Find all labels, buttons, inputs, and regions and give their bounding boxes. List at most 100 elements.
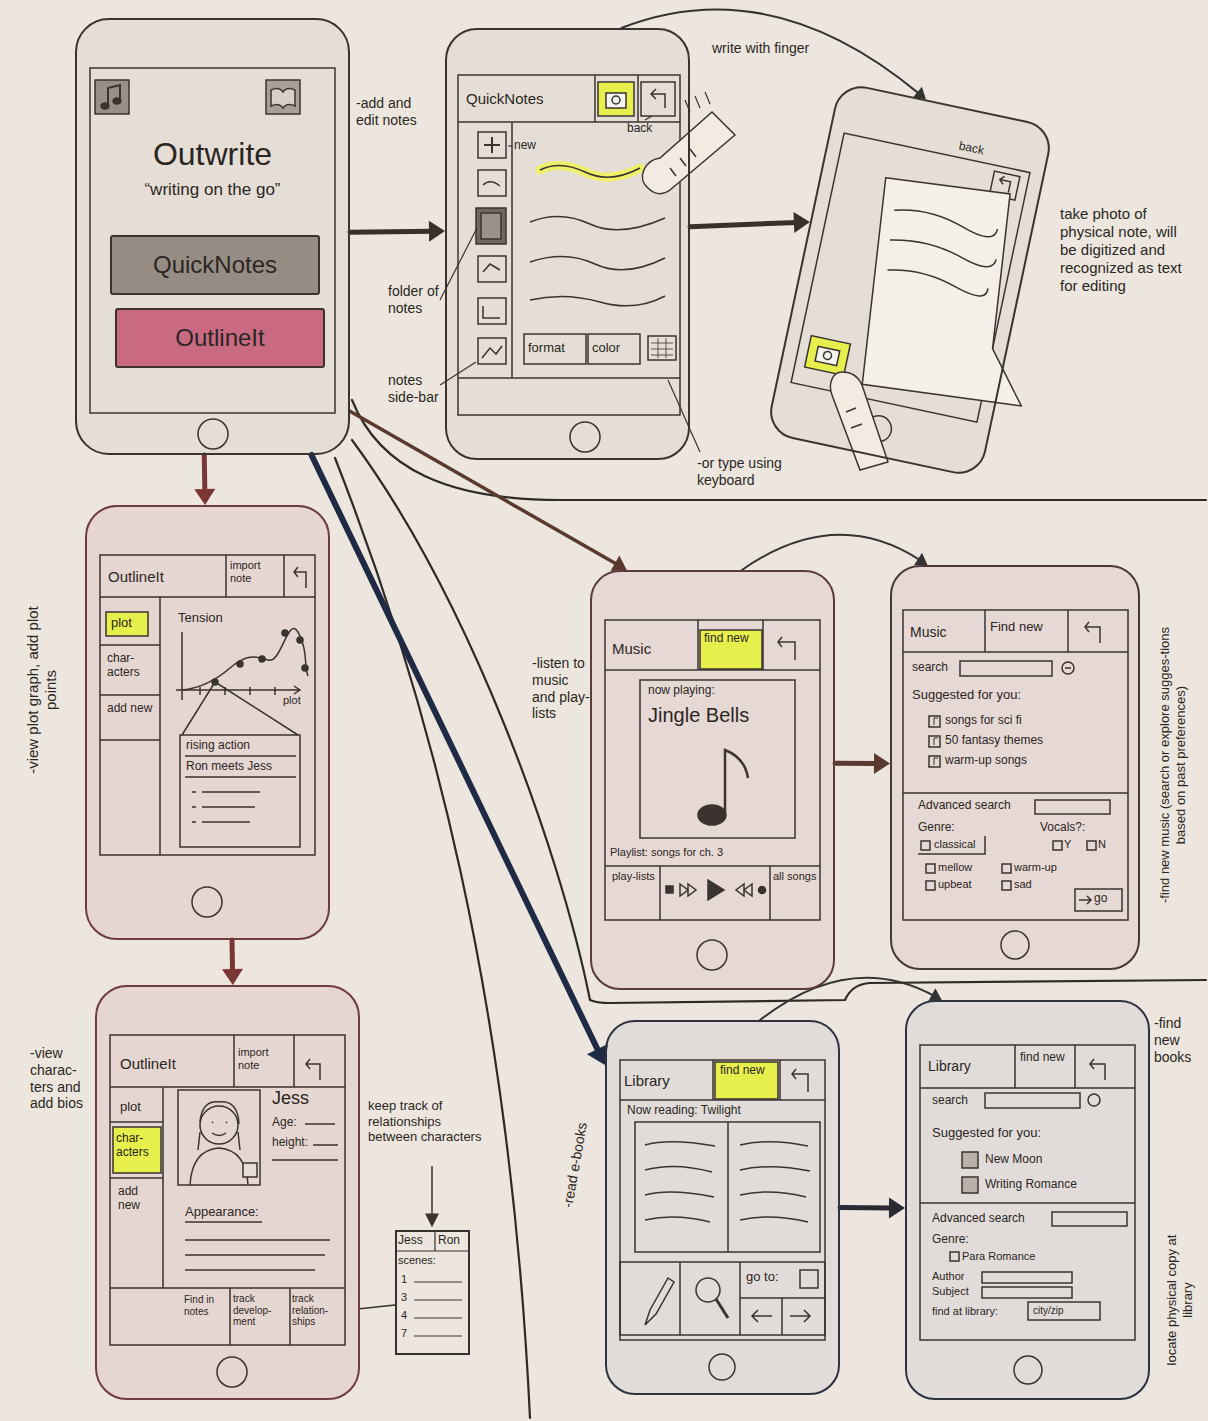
plot-screen-sketch bbox=[176, 632, 300, 700]
phone-body bbox=[95, 985, 360, 1400]
arrow-line bbox=[835, 761, 877, 766]
library-search-sketch bbox=[920, 1045, 1135, 1340]
music-search-sketch bbox=[1053, 841, 1062, 850]
music-screen-sketch bbox=[680, 884, 696, 896]
camera-phone-sketch bbox=[805, 336, 851, 376]
arrow-head bbox=[429, 221, 445, 242]
screen-text: Find in notes bbox=[184, 1294, 229, 1317]
library-screen-sketch bbox=[800, 1270, 818, 1288]
quicknotes-sketch bbox=[478, 170, 506, 196]
camera-phone-sketch bbox=[843, 168, 1064, 418]
characters-screen-sketch bbox=[272, 1124, 338, 1160]
plot-screen-sketch bbox=[106, 612, 148, 636]
quicknotes-sketch bbox=[524, 334, 586, 364]
screen-text: find new bbox=[704, 632, 758, 646]
home-screen-sketch bbox=[95, 80, 129, 114]
screen-text: find at library: bbox=[932, 1305, 1027, 1318]
screen-text: Vocals?: bbox=[1040, 821, 1115, 835]
screen-text: all songs bbox=[773, 870, 817, 883]
screen-text: format bbox=[528, 341, 583, 356]
screen-text: char-acters bbox=[116, 1132, 162, 1160]
screen-text: Suggested for you: bbox=[912, 688, 1082, 703]
music-search-sketch bbox=[926, 881, 935, 890]
flow-arrow bbox=[222, 940, 243, 985]
flow-arrow bbox=[840, 1197, 905, 1218]
quicknotes-sketch bbox=[458, 75, 680, 378]
quicknotes-sketch bbox=[484, 137, 500, 153]
screen-text: Suggested for you: bbox=[932, 1126, 1102, 1141]
quicknotes-sketch bbox=[651, 89, 665, 108]
music-screen-sketch bbox=[736, 884, 752, 896]
quicknotes-sketch bbox=[483, 264, 500, 272]
screen-text: color bbox=[592, 341, 638, 356]
leader-line bbox=[645, 116, 652, 120]
screen-text: OutlineIt bbox=[108, 568, 223, 585]
screen-text: Para Romance bbox=[962, 1250, 1072, 1263]
annotation-label: -view plot graph, add plot points bbox=[24, 605, 60, 775]
home-screen-sketch bbox=[90, 68, 335, 449]
screen-text: plot bbox=[111, 616, 146, 631]
home-screen-sketch bbox=[266, 80, 300, 114]
characters-screen-sketch bbox=[110, 1035, 345, 1345]
plot-screen-sketch bbox=[100, 555, 315, 855]
phone-screen: Libraryfind newNow reading: Twilightgo t… bbox=[605, 1020, 840, 1395]
music-screen-sketch bbox=[700, 630, 762, 669]
phone-screen: MusicFind newsearchSuggested for you:son… bbox=[890, 565, 1140, 970]
relationship-table-sketch bbox=[426, 1214, 438, 1226]
screen-text: OutlineIt bbox=[120, 1055, 230, 1072]
screen-text: Age: bbox=[272, 1116, 332, 1130]
characters-screen-sketch bbox=[110, 1035, 345, 1387]
screen-text: Now reading: Twilight bbox=[627, 1104, 817, 1118]
home-screen-sketch bbox=[271, 88, 295, 108]
music-search-sketch bbox=[1085, 622, 1100, 643]
characters-screen-sketch bbox=[190, 1102, 248, 1185]
music-screen-sketch bbox=[759, 887, 766, 894]
quicknotes-sketch bbox=[540, 165, 640, 177]
quicknotes-sketch bbox=[588, 334, 640, 364]
home-screen-sketch bbox=[113, 98, 121, 104]
camera-phone-sketch bbox=[765, 81, 1079, 484]
annotation-label: -view charac-ters and add bios bbox=[30, 1045, 90, 1112]
screen-text: mellow bbox=[938, 861, 998, 874]
screen-text: find new bbox=[1020, 1051, 1074, 1065]
quicknotes-sketch bbox=[530, 256, 665, 269]
arrow-line bbox=[742, 535, 920, 570]
arrow-line bbox=[350, 411, 617, 564]
phone-body bbox=[75, 18, 350, 455]
screen-text: Advanced search bbox=[932, 1212, 1047, 1226]
library-screen-sketch bbox=[727, 1122, 729, 1252]
music-search-sketch bbox=[1087, 841, 1096, 850]
library-search-sketch bbox=[950, 1252, 959, 1261]
quicknotes-sketch bbox=[641, 82, 675, 116]
quicknotes-sketch bbox=[530, 216, 665, 229]
music-screen-sketch bbox=[640, 680, 795, 838]
library-search-sketch bbox=[1090, 1059, 1105, 1080]
camera-phone-sketch bbox=[998, 176, 1012, 193]
flow-arrow bbox=[312, 455, 608, 1065]
flow-arrow bbox=[350, 411, 627, 571]
annotation-label: back bbox=[627, 121, 663, 135]
app-title: Outwrite bbox=[95, 136, 330, 173]
screen-text: go to: bbox=[746, 1270, 798, 1285]
screen-text: N bbox=[1098, 838, 1112, 851]
screen-text: upbeat bbox=[938, 878, 998, 891]
screen-text: back bbox=[957, 139, 999, 161]
flow-arrow bbox=[835, 753, 890, 774]
plot-screen-sketch bbox=[100, 555, 315, 917]
screen-text: 50 fantasy themes bbox=[945, 734, 1095, 748]
music-search-sketch bbox=[1062, 662, 1074, 674]
relationship-table: JessRonscenes:1347 bbox=[395, 1230, 470, 1355]
arrow-line bbox=[312, 455, 599, 1052]
phone-body bbox=[890, 565, 1140, 970]
screen-text: import note bbox=[238, 1046, 290, 1071]
quicknotes-sketch bbox=[481, 213, 501, 239]
plot-screen-sketch bbox=[185, 756, 296, 822]
quicknotes-sketch bbox=[478, 298, 506, 324]
annotation-label: keep track of relationships between char… bbox=[368, 1098, 486, 1145]
table-cell: 7 bbox=[401, 1327, 415, 1340]
plot-screen-sketch bbox=[282, 630, 288, 636]
phone-body bbox=[445, 28, 690, 460]
arrow-line bbox=[350, 229, 432, 235]
library-search-sketch bbox=[920, 1045, 1135, 1384]
